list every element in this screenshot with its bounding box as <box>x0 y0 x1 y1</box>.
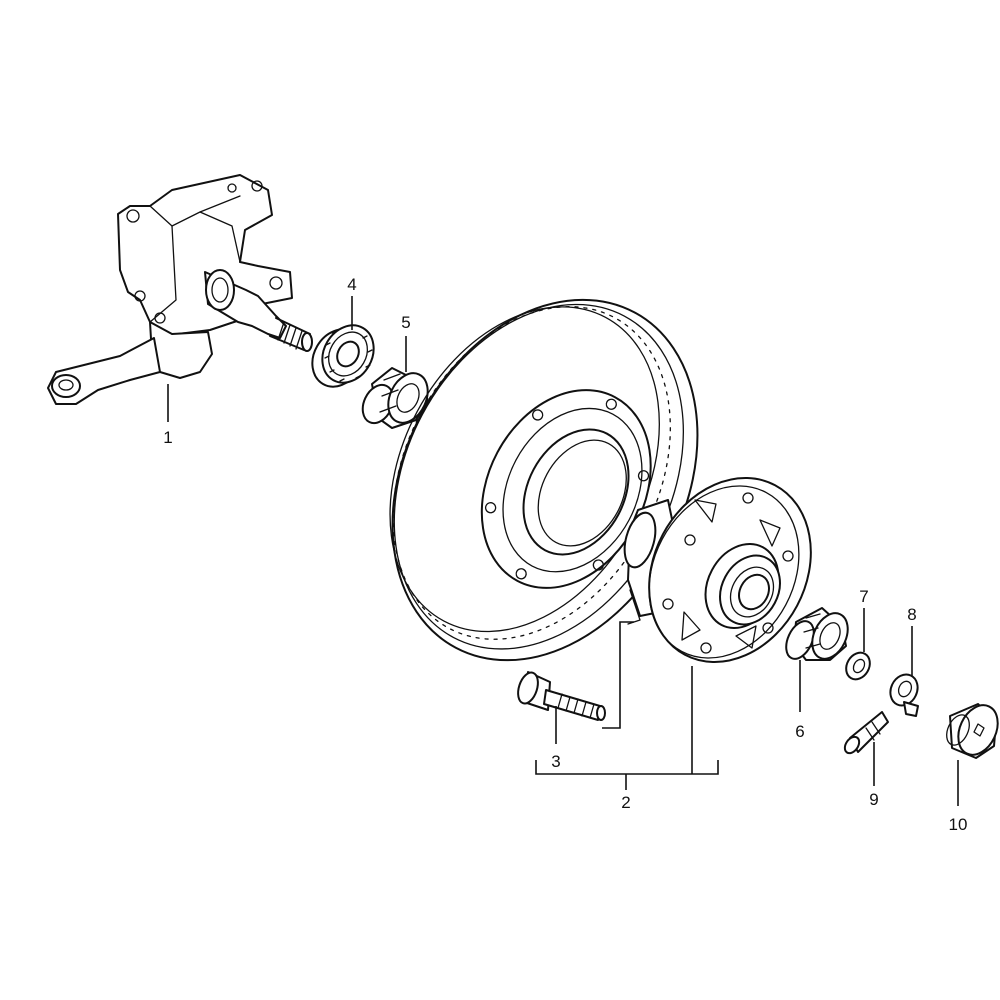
callout-10: 10 <box>949 815 968 834</box>
callout-labels: 1 2 3 4 5 6 7 8 9 10 <box>163 275 967 834</box>
callout-5: 5 <box>401 313 410 332</box>
callout-9: 9 <box>869 790 878 809</box>
thrust-washer <box>845 651 871 681</box>
wheel-hub <box>623 477 812 663</box>
callout-8: 8 <box>907 605 916 624</box>
callout-3: 3 <box>551 752 560 771</box>
clamp-screw <box>843 711 889 755</box>
outer-wheel-bearing <box>785 607 849 661</box>
wheel-stud <box>517 671 606 721</box>
callout-1: 1 <box>163 428 172 447</box>
callout-6: 6 <box>795 722 804 741</box>
brake-disc <box>389 298 699 662</box>
leader-lines <box>167 296 959 806</box>
callout-4: 4 <box>347 275 356 294</box>
clamp-nut <box>889 673 919 717</box>
inner-wheel-bearing <box>311 324 375 388</box>
steering-knuckle <box>47 174 313 405</box>
inner-bearing-race <box>361 367 429 429</box>
callout-7: 7 <box>859 587 868 606</box>
grease-cap <box>946 703 999 759</box>
callout-2: 2 <box>621 793 630 812</box>
